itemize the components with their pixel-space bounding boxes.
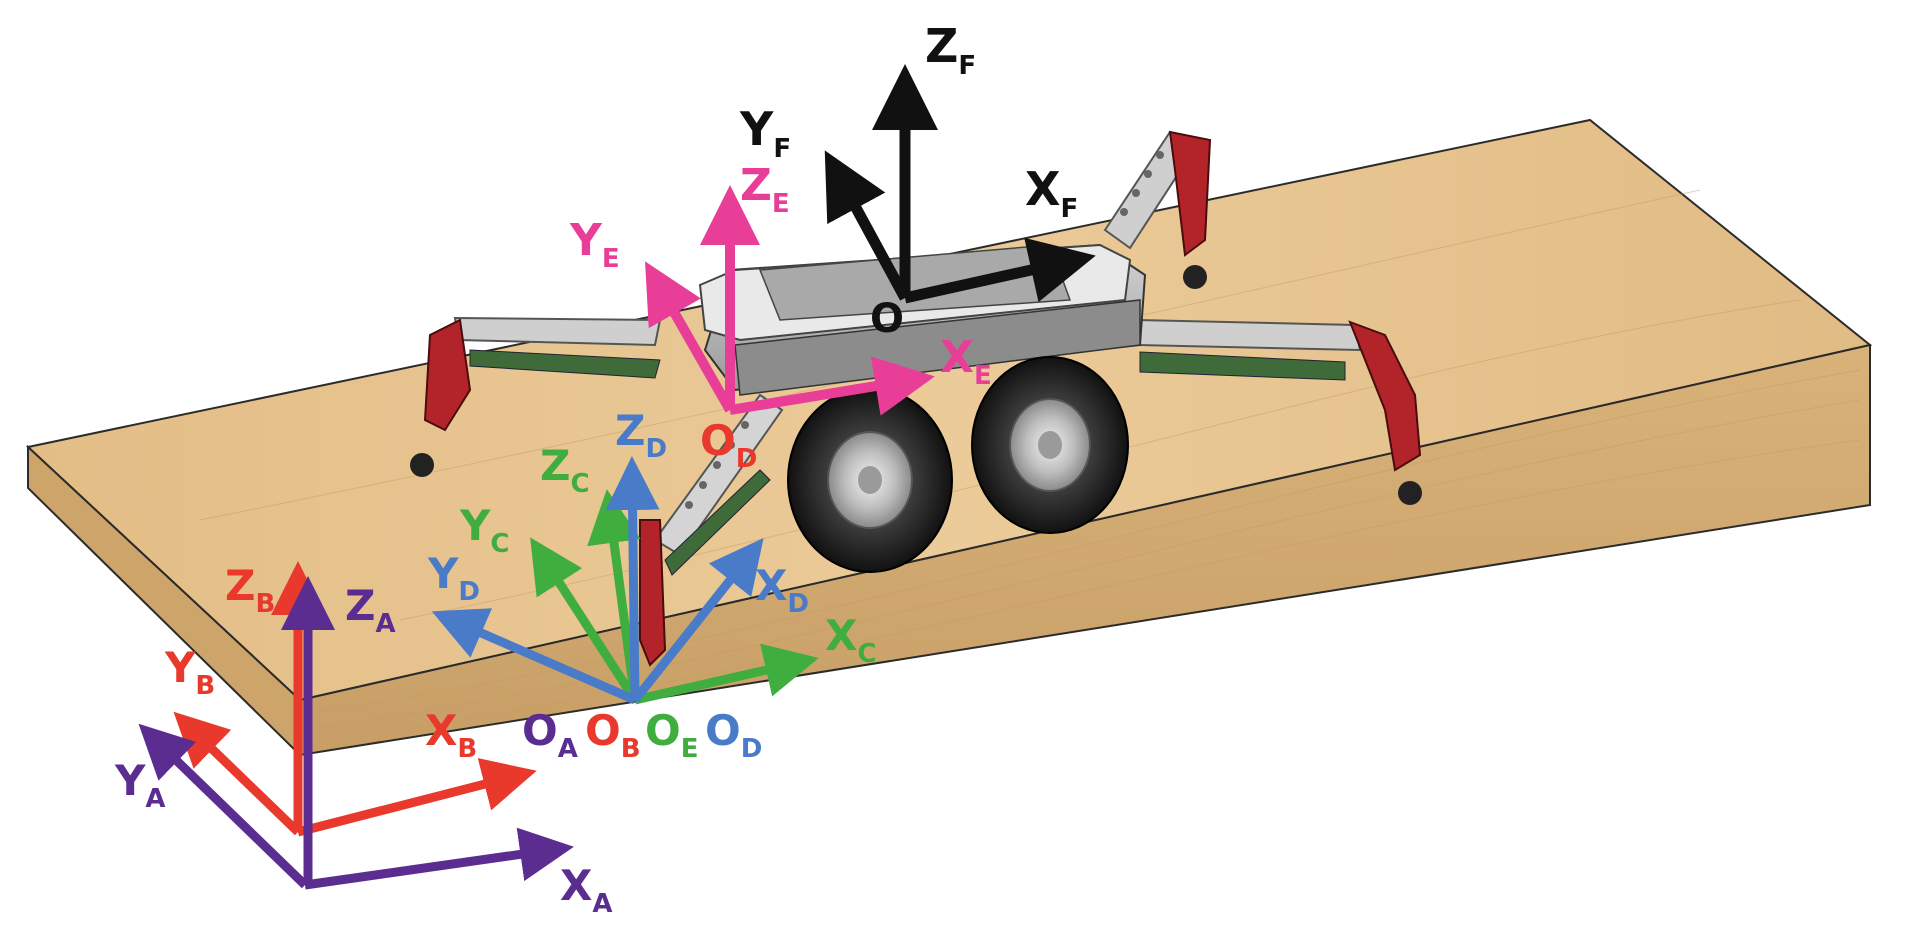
frame-D-axes: [431, 456, 764, 705]
label-Z-D: ZD: [615, 406, 667, 464]
leg-back-left: [410, 316, 662, 477]
label-X-D: XD: [755, 561, 809, 619]
wheel-front: [787, 387, 953, 573]
label-body-origin: O: [870, 296, 904, 342]
frame-E-axes: [645, 185, 935, 416]
label-Z-E: ZE: [740, 160, 790, 219]
label-Y-A: YA: [114, 756, 166, 814]
frame-C-x-axis: [633, 643, 819, 705]
label-O-D: OD: [705, 706, 762, 764]
label-X-F: XF: [1025, 162, 1078, 224]
frame-A-y-axis: [138, 723, 309, 889]
label-Z-C: ZC: [540, 441, 590, 499]
label-Z-F: ZF: [925, 19, 976, 81]
leg-front-right: [1139, 318, 1422, 505]
label-Y-D: YD: [427, 549, 480, 607]
label-Y-B: YB: [164, 643, 215, 701]
foot-back-right: [1183, 265, 1207, 289]
foot-front-right: [1398, 481, 1422, 505]
frame-F-axes: [824, 64, 1096, 304]
foot-back-left: [410, 453, 434, 477]
frame-F-y-axis: [824, 150, 910, 301]
frame-D-y-axis: [431, 608, 637, 705]
frame-C-y-axis: [530, 537, 639, 703]
leg-back-right: [1103, 130, 1212, 289]
label-O-D-robot: OD: [700, 416, 757, 474]
label-O-E: OE: [645, 706, 698, 764]
label-Z-B: ZB: [225, 561, 275, 619]
frame-B-x-axis: [296, 758, 537, 837]
frame-B-y-axis: [173, 711, 302, 836]
label-Y-C: YC: [459, 501, 510, 559]
frame-A-axes: [138, 576, 574, 890]
label-Y-F: YF: [739, 102, 791, 164]
frame-A-x-axis: [304, 827, 574, 890]
frame-F-x-axis: [903, 237, 1096, 304]
leg-front-left: [639, 393, 784, 667]
wooden-ramp: [25, 118, 1873, 758]
label-O-B: OB: [585, 706, 641, 764]
label-Z-A: ZA: [345, 581, 396, 639]
label-X-E: XE: [940, 332, 992, 391]
label-X-C: XC: [825, 611, 876, 669]
label-X-A: XA: [560, 861, 613, 919]
frame-E-x-axis: [729, 356, 935, 416]
frame-D-z-axis: [605, 456, 660, 701]
wheel-rear: [971, 356, 1129, 534]
label-Y-E: YE: [569, 215, 620, 274]
frame-D-x-axis: [631, 537, 764, 703]
label-O-A: OA: [522, 706, 578, 764]
frame-E-y-axis: [645, 261, 735, 413]
label-X-B: XB: [425, 706, 477, 764]
